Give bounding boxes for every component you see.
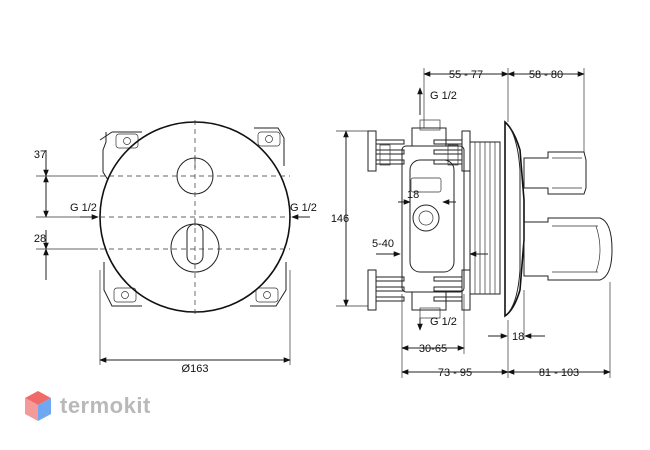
dim-81-103: 81 - 103 — [539, 367, 579, 379]
dim-18-right: 18 — [512, 331, 524, 343]
dim-58-80: 58 - 80 — [529, 69, 563, 81]
valve-body — [401, 119, 465, 319]
thread-top-label: G 1/2 — [430, 90, 457, 102]
inlet-right-label: G 1/2 — [290, 202, 317, 214]
brand-name: termokit — [60, 393, 151, 418]
dim-73-95: 73 - 95 — [438, 367, 472, 379]
thermostat-handle-profile — [523, 217, 613, 281]
dim-18-center: 18 — [407, 189, 419, 201]
inlet-left-label: G 1/2 — [70, 202, 97, 214]
dim-55-77: 55 - 77 — [449, 69, 483, 81]
threaded-sleeve — [469, 141, 501, 295]
dim-37: 37 — [34, 149, 46, 161]
dim-diameter: Ø163 — [182, 363, 209, 375]
cover-plate-profile — [504, 120, 525, 318]
cube-icon — [25, 391, 51, 421]
side-view: 55 - 77 58 - 80 G 1/2 18 146 5-40 G 1/2 … — [331, 68, 613, 379]
dim-28: 28 — [34, 233, 46, 245]
thermostat-knob — [170, 218, 220, 273]
body-lugs-top — [367, 130, 471, 172]
body-lugs-bottom — [367, 269, 471, 311]
dim-5-40: 5-40 — [372, 238, 394, 250]
thread-bottom-label: G 1/2 — [430, 316, 457, 328]
flow-handle-profile — [523, 151, 587, 195]
front-view: 37 28 G 1/2 G 1/2 Ø163 — [34, 120, 317, 375]
dim-30-65: 30-65 — [419, 343, 447, 355]
mounting-bracket — [99, 127, 287, 307]
dim-146: 146 — [331, 213, 349, 225]
termokit-logo: termokit — [24, 387, 151, 425]
